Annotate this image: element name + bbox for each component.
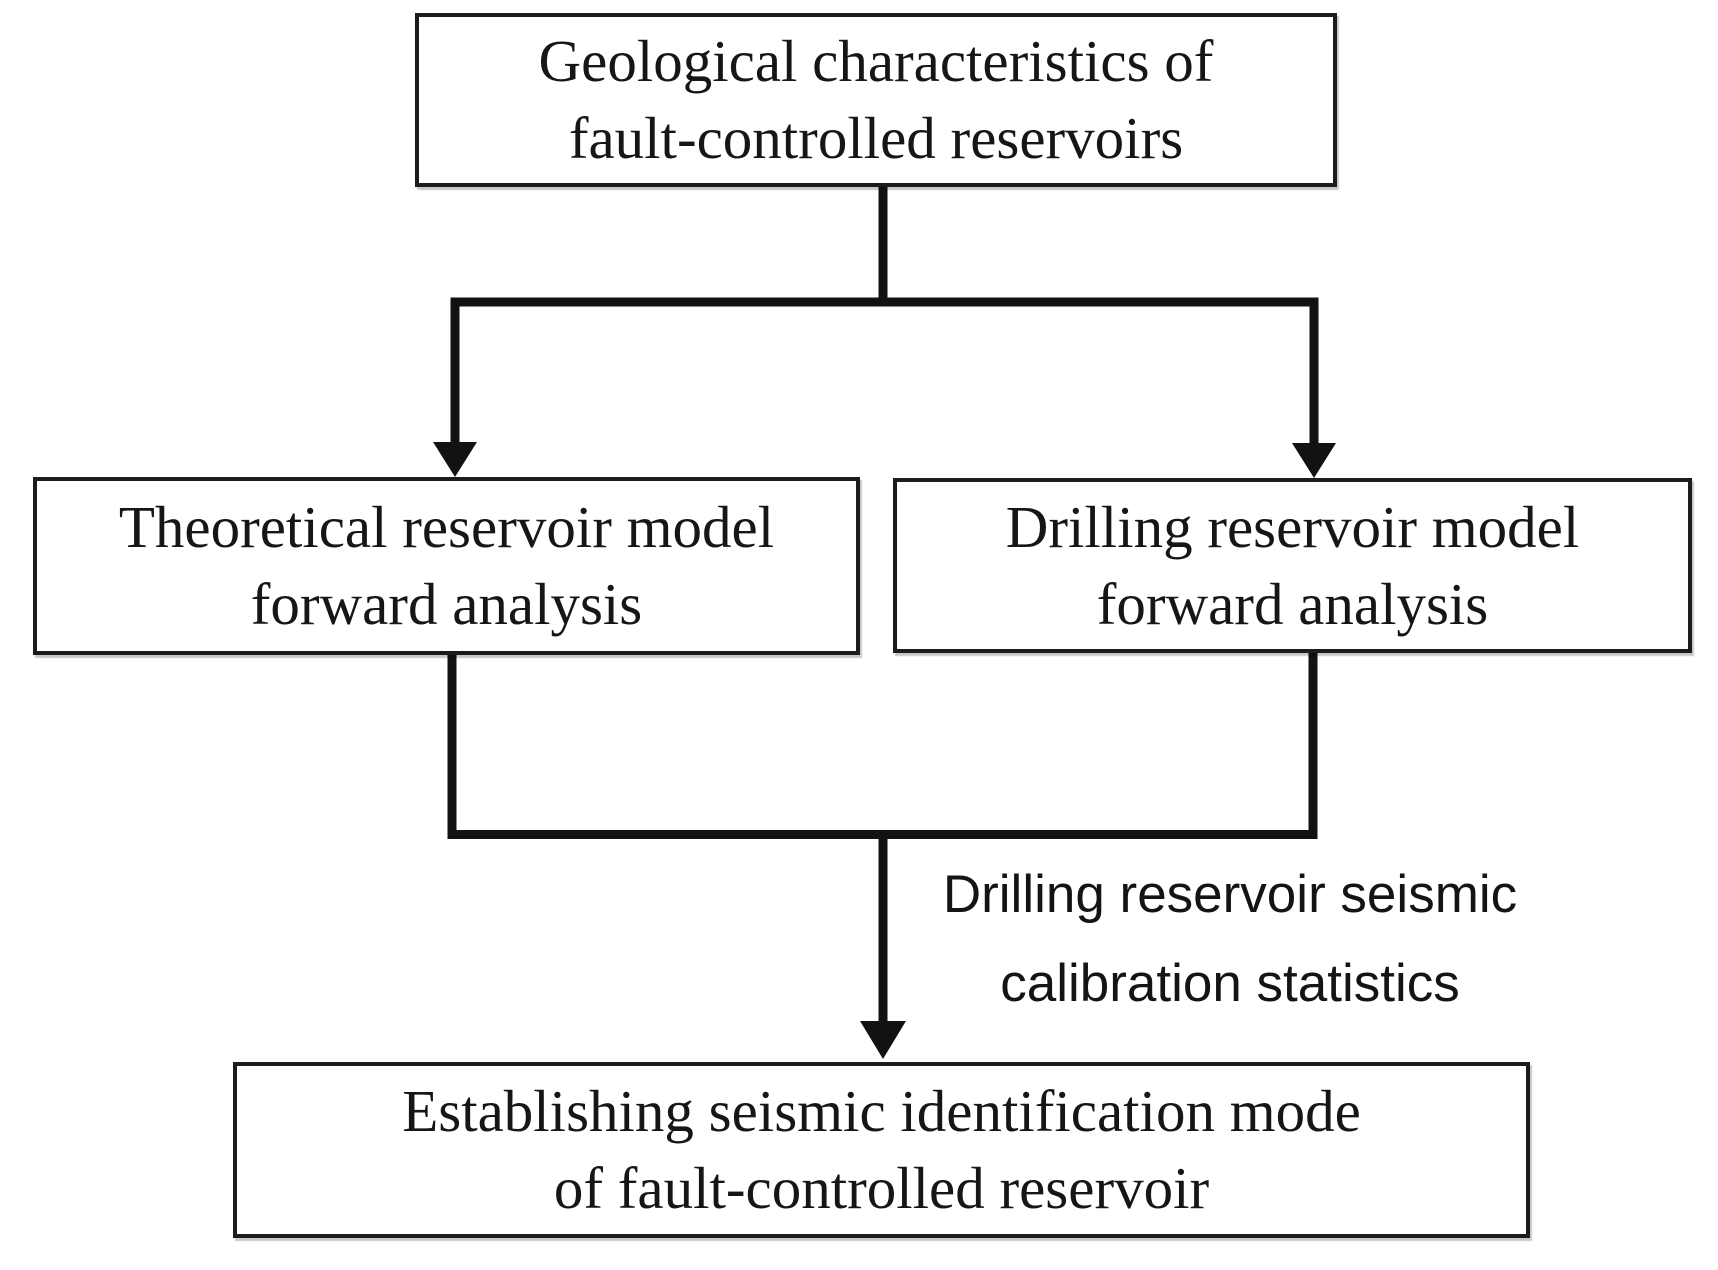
node-geological-characteristics: Geological characteristics of fault-cont…	[415, 13, 1337, 187]
edge-label-seismic-calibration: Drilling reservoir seismic calibration s…	[880, 850, 1580, 1028]
arrowhead-down-right-icon	[1292, 443, 1336, 478]
node-text-line: Establishing seismic identification mode	[402, 1078, 1361, 1145]
edge-label-line: calibration statistics	[1000, 954, 1460, 1014]
arrowhead-down-bottom-icon	[860, 1021, 906, 1059]
node-establishing-identification-mode: Establishing seismic identification mode…	[233, 1062, 1530, 1238]
arrowhead-down-left-icon	[433, 442, 477, 477]
node-theoretical-model-analysis: Theoretical reservoir model forward anal…	[33, 477, 860, 655]
node-text-line: forward analysis	[1096, 570, 1489, 637]
node-text-line: Theoretical reservoir model	[118, 494, 775, 561]
node-drilling-model-analysis: Drilling reservoir model forward analysi…	[893, 478, 1692, 653]
node-text-line: Geological characteristics of	[538, 28, 1214, 95]
node-text-line: of fault-controlled reservoir	[553, 1155, 1210, 1221]
node-text-line: fault-controlled reservoirs	[568, 105, 1184, 171]
node-text-line: forward analysis	[250, 571, 643, 637]
node-text-line: Drilling reservoir model	[1005, 493, 1580, 560]
edge-label-line: Drilling reservoir seismic	[942, 865, 1518, 924]
